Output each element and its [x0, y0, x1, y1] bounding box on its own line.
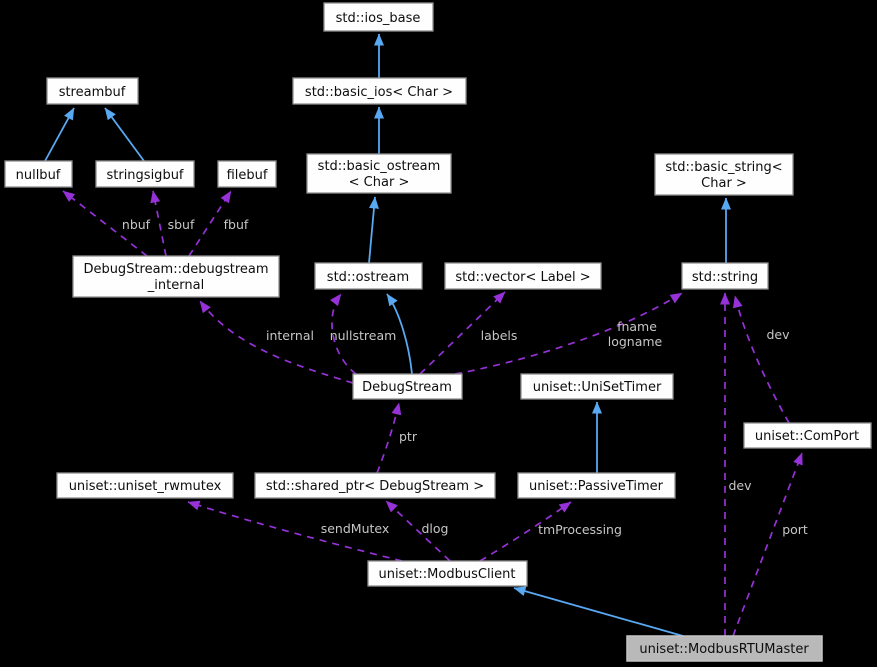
node-stringsigbuf[interactable]: stringsigbuf [95, 160, 195, 188]
svg-text:nullbuf: nullbuf [16, 168, 61, 183]
node-std-string[interactable]: std::string [681, 262, 769, 290]
node-nullbuf[interactable]: nullbuf [4, 160, 73, 188]
edge-usage-port [732, 452, 803, 637]
svg-text:filebuf: filebuf [227, 168, 268, 183]
edge-label-dev-top: dev [766, 327, 790, 342]
svg-text:uniset::UniSetTimer: uniset::UniSetTimer [533, 380, 662, 395]
edge-label-nullstream: nullstream [330, 328, 397, 343]
edge-inherit-modbusrtumaster-to-modbusclient [513, 586, 684, 637]
node-filebuf[interactable]: filebuf [217, 160, 277, 188]
edge-label-logname: logname [608, 334, 663, 349]
edge-usage-sbuf [150, 190, 167, 257]
svg-text:uniset::ModbusRTUMaster: uniset::ModbusRTUMaster [639, 642, 809, 657]
svg-text:streambuf: streambuf [59, 85, 126, 100]
svg-text:std::string: std::string [692, 270, 758, 285]
node-std-vector-label[interactable]: std::vector< Label > [444, 262, 602, 290]
edge-label-labels: labels [481, 328, 518, 343]
svg-text:uniset::ComPort: uniset::ComPort [755, 429, 859, 444]
svg-text:std::basic_ostream: std::basic_ostream [318, 159, 441, 174]
edge-usage-tmprocessing [479, 501, 572, 562]
svg-text:std::ios_base: std::ios_base [336, 11, 421, 26]
edge-inherit-stringsigbuf-to-streambuf [104, 107, 145, 162]
edge-label-dev-mid: dev [728, 478, 752, 493]
node-debugstream-internal[interactable]: DebugStream::debugstream _internal [72, 255, 280, 298]
node-std-basic-ios[interactable]: std::basic_ios< Char > [292, 77, 467, 105]
edge-inherit-ostream-to-basic-ostream [368, 196, 379, 264]
svg-text:std::shared_ptr< DebugStream >: std::shared_ptr< DebugStream > [266, 479, 484, 494]
edge-label-port: port [782, 522, 808, 537]
svg-text:_internal: _internal [147, 278, 204, 293]
node-uniset-modbusrtumaster: uniset::ModbusRTUMaster [626, 635, 823, 662]
node-std-shared-ptr-debugstream[interactable]: std::shared_ptr< DebugStream > [254, 472, 496, 499]
edge-usage-sendmutex [187, 500, 403, 562]
node-uniset-passivetimer[interactable]: uniset::PassiveTimer [517, 472, 676, 499]
svg-text:std::basic_string<: std::basic_string< [665, 160, 782, 175]
edge-usage-nullstream [330, 293, 357, 375]
node-uniset-modbusclient[interactable]: uniset::ModbusClient [367, 560, 528, 587]
svg-text:std::vector< Label >: std::vector< Label > [455, 270, 590, 285]
edge-label-sendmutex: sendMutex [321, 521, 390, 536]
edge-label-nbuf: nbuf [122, 217, 151, 232]
svg-text:std::basic_ios< Char >: std::basic_ios< Char > [305, 85, 453, 100]
svg-text:std::ostream: std::ostream [327, 270, 409, 285]
edge-usage-dlog [385, 500, 451, 562]
edge-label-dlog: dlog [422, 521, 449, 536]
svg-text:uniset::PassiveTimer: uniset::PassiveTimer [529, 479, 664, 494]
svg-text:< Char >: < Char > [349, 175, 410, 190]
node-uniset-rwmutex[interactable]: uniset::uniset_rwmutex [56, 472, 234, 499]
edge-inherit-nullbuf-to-streambuf [44, 107, 75, 162]
svg-text:stringsigbuf: stringsigbuf [106, 168, 183, 183]
edge-label-tmprocessing: tmProcessing [538, 522, 622, 537]
svg-text:DebugStream: DebugStream [362, 380, 452, 395]
edge-label-fname: fname [617, 319, 657, 334]
edge-usage-ptr [376, 402, 402, 474]
svg-text:DebugStream::debugstream: DebugStream::debugstream [83, 262, 268, 277]
node-std-ostream[interactable]: std::ostream [314, 262, 423, 290]
node-std-ios-base[interactable]: std::ios_base [323, 2, 434, 32]
node-streambuf[interactable]: streambuf [46, 77, 139, 105]
node-uniset-unisettimer[interactable]: uniset::UniSetTimer [520, 373, 674, 400]
edge-usage-dev-comport [732, 295, 790, 424]
edge-label-internal: internal [266, 328, 314, 343]
edge-usage-labels [419, 291, 506, 375]
edge-usage-nbuf [62, 190, 148, 257]
edge-label-ptr: ptr [399, 429, 418, 444]
svg-text:uniset::ModbusClient: uniset::ModbusClient [378, 567, 515, 582]
svg-text:Char >: Char > [701, 176, 747, 191]
edge-inherit-debugstream-to-ostream [386, 293, 413, 375]
node-std-basic-ostream[interactable]: std::basic_ostream < Char > [306, 153, 452, 194]
svg-text:uniset::uniset_rwmutex: uniset::uniset_rwmutex [69, 479, 222, 494]
edge-label-fbuf: fbuf [224, 217, 249, 232]
edge-usage-fname-logname [454, 292, 683, 375]
node-std-basic-string[interactable]: std::basic_string< Char > [654, 153, 794, 196]
edge-label-sbuf: sbuf [168, 217, 195, 232]
node-uniset-comport[interactable]: uniset::ComPort [743, 422, 872, 449]
node-debugstream[interactable]: DebugStream [352, 373, 463, 400]
